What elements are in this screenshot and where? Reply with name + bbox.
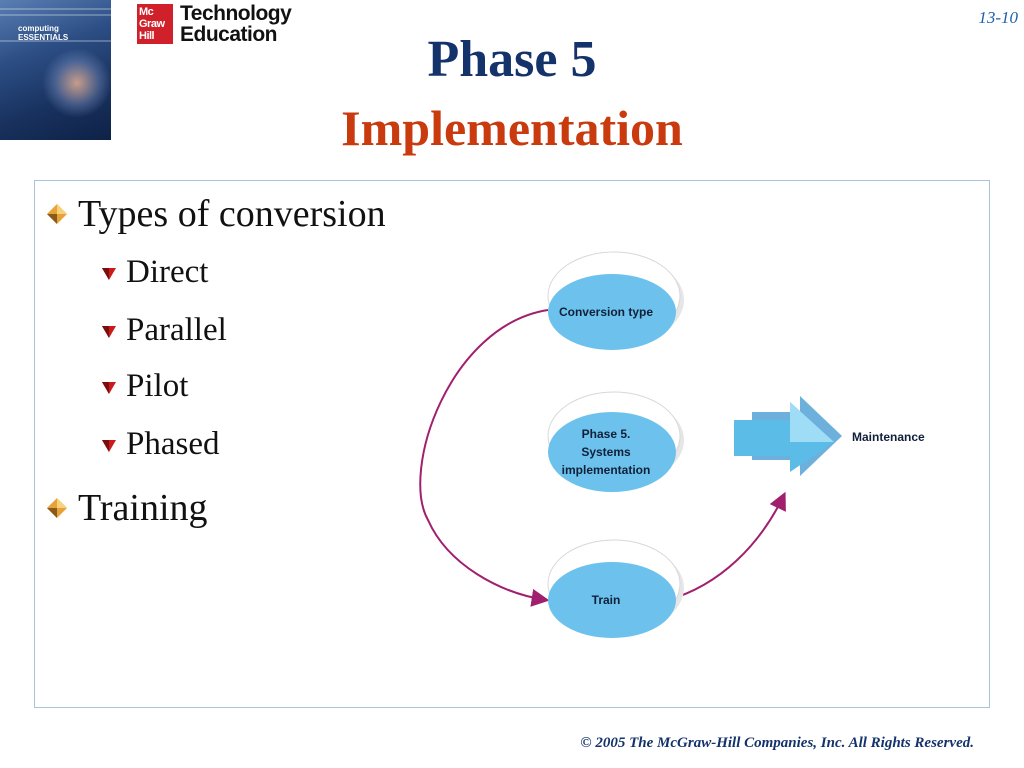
copyright-footer: © 2005 The McGraw-Hill Companies, Inc. A… bbox=[580, 735, 974, 751]
content-frame bbox=[34, 180, 990, 708]
mcgraw-hill-logo: Mc Graw Hill bbox=[137, 4, 173, 44]
logo-text: Technology Education bbox=[180, 2, 292, 46]
sub-bullet-phased: Phased bbox=[100, 426, 220, 463]
bullet-text: Direct bbox=[126, 254, 209, 290]
bullet-text: Parallel bbox=[126, 312, 227, 348]
logo-text-line-1: Technology bbox=[180, 2, 292, 25]
logo-box-line: Hill bbox=[139, 30, 155, 42]
logo-text-line-2: Education bbox=[180, 23, 278, 46]
book-cover-title: computing ESSENTIALS bbox=[18, 24, 69, 42]
logo-box-line: Mc bbox=[139, 6, 154, 18]
arrow-bullet-icon bbox=[102, 381, 116, 394]
arrow-bullet-icon bbox=[102, 439, 116, 452]
sub-bullet-direct: Direct bbox=[100, 254, 208, 291]
book-cover-image: computing ESSENTIALS bbox=[0, 0, 111, 140]
diamond-bullet-icon bbox=[47, 498, 67, 518]
bullet-types-of-conversion: Types of conversion bbox=[46, 192, 386, 236]
slide-title: Phase 5 bbox=[427, 31, 597, 88]
diamond-bullet-icon bbox=[47, 204, 67, 224]
slide-number: 13-10 bbox=[978, 8, 1018, 27]
arrow-bullet-icon bbox=[102, 267, 116, 280]
bullet-training: Training bbox=[46, 486, 208, 530]
sub-bullet-parallel: Parallel bbox=[100, 312, 227, 349]
bullet-text: Pilot bbox=[126, 368, 189, 404]
logo-box-line: Graw bbox=[139, 18, 165, 30]
bullet-text: Training bbox=[78, 487, 208, 529]
bullet-text: Types of conversion bbox=[78, 193, 386, 235]
arrow-bullet-icon bbox=[102, 325, 116, 338]
sub-bullet-pilot: Pilot bbox=[100, 368, 188, 405]
bullet-text: Phased bbox=[126, 426, 220, 462]
slide-subtitle: Implementation bbox=[341, 100, 683, 156]
